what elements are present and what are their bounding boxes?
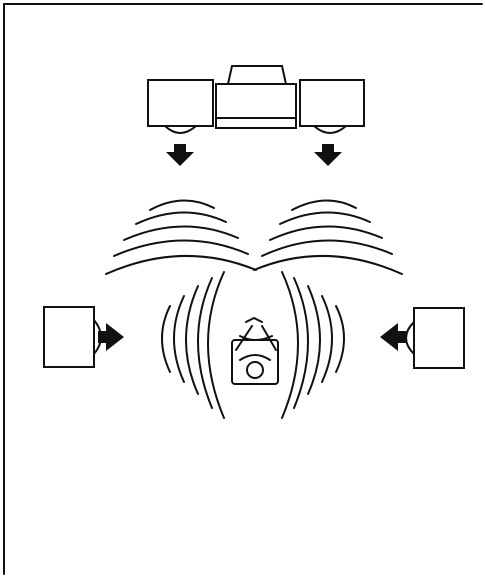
front-right-down-arrow <box>314 144 342 166</box>
front-left-speaker <box>147 79 214 134</box>
front-left-down-arrow <box>166 144 194 166</box>
surround-left-sound-waves <box>161 271 225 419</box>
listener-head <box>246 361 264 379</box>
front-right-speaker <box>299 79 365 134</box>
surround-right-left-arrow <box>380 323 406 351</box>
surround-right-speaker <box>405 307 465 369</box>
surround-right-sound-waves <box>281 271 345 419</box>
listener <box>231 316 279 385</box>
surround-left-speaker <box>43 306 102 368</box>
surround-left-right-arrow <box>98 323 124 351</box>
center-channel-speaker <box>215 65 297 129</box>
front-left-sound-waves <box>105 199 257 275</box>
front-right-sound-waves <box>253 199 403 275</box>
